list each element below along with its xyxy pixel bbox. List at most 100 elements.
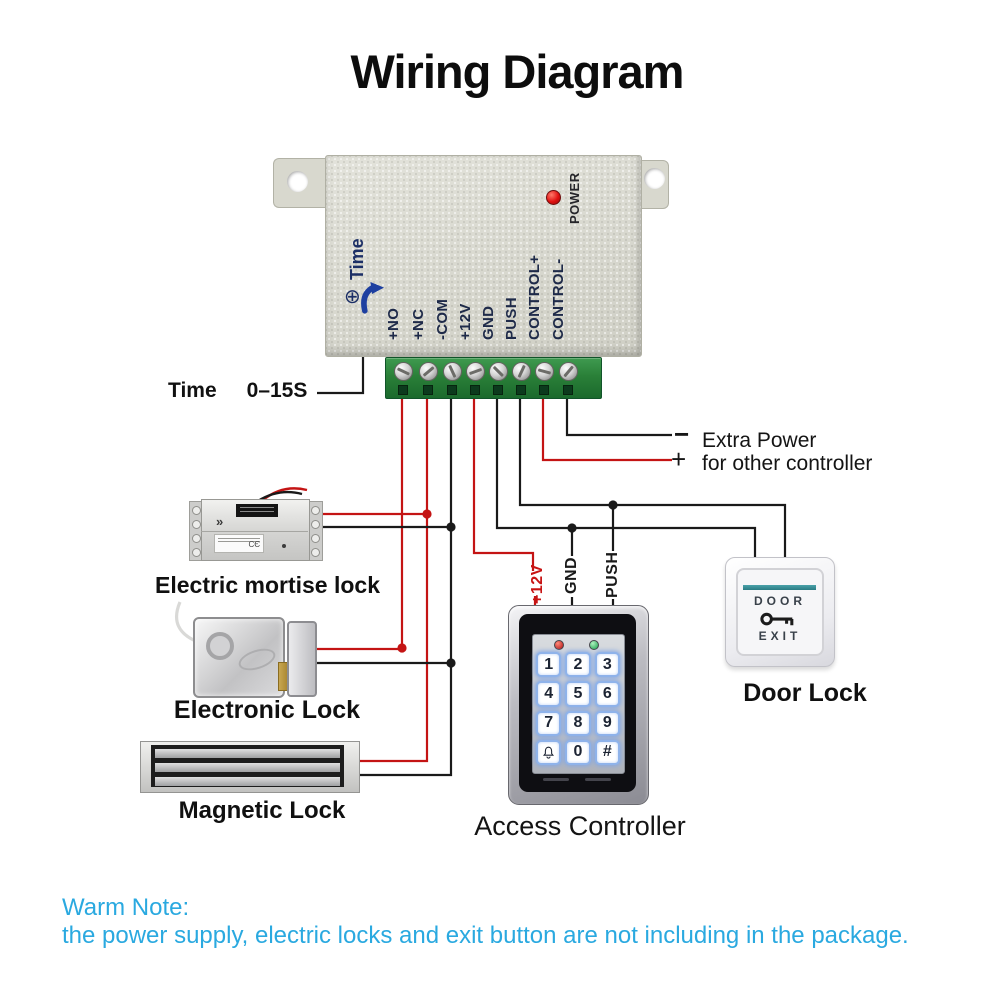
mortise-screw-dot <box>282 544 286 548</box>
wire-segment <box>317 357 365 395</box>
terminal-label-com: -COM <box>434 298 451 340</box>
keypad-key-8[interactable]: 8 <box>565 710 591 736</box>
extra-power-line1: Extra Power <box>702 429 817 452</box>
wire-junction-dot <box>608 500 618 510</box>
power-led-label: POWER <box>567 172 582 224</box>
terminal-screw-icon[interactable] <box>559 362 578 381</box>
keypad-key-0[interactable]: 0 <box>565 739 591 765</box>
wire-segment <box>495 395 757 560</box>
wire-segment <box>357 395 453 777</box>
wire-junction-dot <box>446 658 456 668</box>
keypad-key-3[interactable]: 3 <box>594 652 620 678</box>
wire-junction-dot <box>567 523 577 533</box>
terminal-label-gnd: GND <box>480 305 497 340</box>
terminal-label-control: CONTROL+ <box>526 254 543 340</box>
terminal-screw-icon[interactable] <box>489 362 508 381</box>
power-led-icon <box>546 190 561 205</box>
controller-speaker-slot <box>543 778 569 781</box>
terminal-pin <box>493 385 503 395</box>
psu-time-knob-label: Time <box>347 238 367 280</box>
mortise-sound-mark-icon: » <box>216 514 224 529</box>
terminal-pin <box>516 385 526 395</box>
keypad-key-5[interactable]: 5 <box>565 681 591 707</box>
terminal-pin <box>539 385 549 395</box>
controller-wire-label-push: PUSH <box>604 551 621 598</box>
page-title: Wiring Diagram <box>350 45 685 98</box>
magnet-plate <box>155 749 340 758</box>
wire-segment <box>565 395 672 437</box>
terminal-screw-icon[interactable] <box>535 362 554 381</box>
psu-mounting-ear-right <box>640 160 669 209</box>
terminal-pin <box>563 385 573 395</box>
electronic-lock-body <box>193 617 285 698</box>
wire-junction-dot <box>422 509 432 519</box>
electronic-lock-strike-box <box>287 621 317 697</box>
keypad-key-2[interactable]: 2 <box>565 652 591 678</box>
controller-speaker-slot <box>585 778 611 781</box>
keypad-key-bell[interactable] <box>536 739 562 765</box>
terminal-block <box>385 357 602 399</box>
terminal-pin <box>398 385 408 395</box>
mortise-seam <box>201 531 308 532</box>
keypad-key-9[interactable]: 9 <box>594 710 620 736</box>
keypad-key-6[interactable]: 6 <box>594 681 620 707</box>
mortise-spec-sticker <box>236 504 278 517</box>
bell-icon <box>543 746 555 759</box>
access-controller-label: Access Controller <box>474 811 686 841</box>
terminal-screw-icon[interactable] <box>512 362 531 381</box>
psu-mounting-ear-left <box>273 158 327 208</box>
extra-power-line2: for other controller <box>702 452 873 475</box>
keypad-key-7[interactable]: 7 <box>536 710 562 736</box>
terminal-screw-icon[interactable] <box>419 362 438 381</box>
controller-green-led-icon <box>589 640 599 650</box>
time-adjust-screw-icon[interactable]: ⊕ <box>344 286 361 308</box>
exit-button-face[interactable] <box>736 568 824 656</box>
minus-symbol: − <box>674 419 690 449</box>
terminal-label-12v: +12V <box>457 303 474 340</box>
terminal-label-control: CONTROL- <box>550 258 567 340</box>
warm-note-body: the power supply, electric locks and exi… <box>62 922 909 949</box>
time-range-annotation: Time 0–15S <box>168 379 307 403</box>
terminal-label-no: +NO <box>385 307 402 340</box>
keypad-key-1[interactable]: 1 <box>536 652 562 678</box>
terminal-pin <box>470 385 480 395</box>
door-text: DOOR <box>754 594 806 608</box>
controller-red-led-icon <box>554 640 564 650</box>
electronic-lock-cylinder <box>206 632 234 660</box>
exit-text: EXIT <box>758 629 802 643</box>
mounting-hole-icon <box>644 168 665 189</box>
magnetic-lock-label: Magnetic Lock <box>178 797 346 824</box>
magnet-plate <box>155 763 340 772</box>
key-icon <box>760 612 794 626</box>
door-lock-label: Door Lock <box>743 679 867 707</box>
psu-case <box>325 155 642 357</box>
controller-wire-label-12v: +12V <box>529 564 546 604</box>
keypad-key-hash[interactable]: # <box>594 739 620 765</box>
terminal-label-nc: +NC <box>410 308 427 340</box>
time-adjust-arrow-icon <box>361 282 384 314</box>
wire-junction-dot <box>446 522 456 532</box>
terminal-label-push: PUSH <box>503 297 520 340</box>
mortise-ce-sticker: CЄ <box>214 534 264 553</box>
keypad-key-4[interactable]: 4 <box>536 681 562 707</box>
warm-note-heading: Warm Note: <box>62 894 190 921</box>
terminal-pin <box>447 385 457 395</box>
time-range-value: 0–15S <box>246 379 308 402</box>
terminal-screw-icon[interactable] <box>394 362 413 381</box>
magnet-plate <box>155 777 340 786</box>
wire-segment <box>518 395 787 560</box>
terminal-screw-icon[interactable] <box>443 362 462 381</box>
time-range-label: Time <box>168 379 217 402</box>
wire-junction-dot <box>397 643 407 653</box>
controller-wire-label-gnd: GND <box>563 556 580 594</box>
mounting-hole-icon <box>287 171 308 192</box>
wire-segment <box>541 395 672 462</box>
mortise-lock-label: Electric mortise lock <box>155 572 380 598</box>
terminal-screw-icon[interactable] <box>466 362 485 381</box>
wire-segment <box>472 395 535 571</box>
terminal-pin <box>423 385 433 395</box>
plus-symbol: + <box>671 444 687 474</box>
exit-button-stripe <box>743 585 816 590</box>
